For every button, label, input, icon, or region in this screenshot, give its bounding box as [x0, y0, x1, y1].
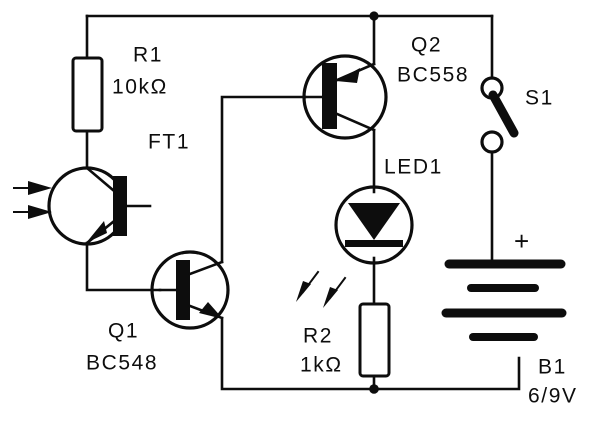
q2-part-label: BC558: [397, 64, 469, 87]
q2-emitter-arrow: [336, 68, 360, 83]
r2-designator-label: R2: [303, 325, 333, 348]
led1-light-arrows: [296, 270, 347, 308]
junction-dot-bottom-rail: [369, 384, 379, 394]
ft1-light-arrows: [13, 181, 52, 219]
led1-light-arrowhead-1: [296, 281, 311, 302]
component-r2[interactable]: R2 1kΩ: [300, 302, 391, 378]
wire-q1-collector-to-q2-base: [220, 95, 307, 264]
component-ft1[interactable]: FT1: [13, 131, 190, 246]
s1-lever[interactable]: [488, 90, 519, 138]
s1-terminal-lower: [480, 130, 504, 154]
r2-value-label: 1kΩ: [300, 354, 343, 377]
wire-bottom-rail-to-battery: [372, 356, 521, 391]
component-r1[interactable]: R1 10kΩ: [71, 44, 168, 133]
q1-collector-lead: [188, 260, 224, 276]
q1-part-label: BC548: [86, 352, 158, 375]
junction-dot-top-rail: [369, 11, 379, 21]
q1-base-bar: [176, 260, 190, 320]
component-q2[interactable]: Q2 BC558: [302, 34, 469, 140]
ft1-base-bar: [113, 176, 127, 236]
q2-collector-lead: [335, 112, 376, 132]
q1-designator-label: Q1: [108, 320, 139, 343]
wire-q1-emitter-to-ground: [220, 316, 380, 391]
q1-emitter-arrow: [199, 302, 223, 319]
r2-body: [358, 302, 391, 378]
b1-value-label: 6/9V: [528, 385, 578, 408]
ft1-light-arrowhead-2: [28, 205, 52, 219]
q2-designator-label: Q2: [411, 34, 442, 57]
wire-ft1-emitter-to-q1-base: [85, 241, 162, 292]
led1-cathode-bar: [345, 240, 403, 247]
wiring-layer: [85, 11, 521, 394]
ft1-emitter-arrow: [86, 221, 107, 243]
led1-envelope: [334, 185, 414, 265]
b1-polarity-plus-label: +: [514, 226, 529, 256]
led1-light-arrowhead-2: [323, 287, 338, 308]
ft1-light-arrowhead-1: [28, 181, 52, 195]
q1-envelope: [150, 250, 230, 330]
b1-designator-label: B1: [538, 356, 567, 379]
s1-designator-label: S1: [525, 87, 554, 110]
led1-designator-label: LED1: [384, 156, 443, 179]
component-b1[interactable]: + B1 6/9V: [441, 226, 578, 408]
ft1-designator-label: FT1: [148, 131, 190, 154]
r1-value-label: 10kΩ: [112, 76, 168, 99]
q2-base-bar: [322, 63, 337, 129]
r1-body: [71, 56, 104, 133]
component-s1[interactable]: S1: [480, 76, 554, 154]
component-led1[interactable]: LED1: [296, 156, 443, 308]
component-q1[interactable]: Q1 BC548: [86, 250, 230, 375]
led1-diode-triangle: [348, 203, 400, 240]
r1-designator-label: R1: [133, 44, 163, 67]
ft1-collector-lead: [85, 166, 115, 192]
